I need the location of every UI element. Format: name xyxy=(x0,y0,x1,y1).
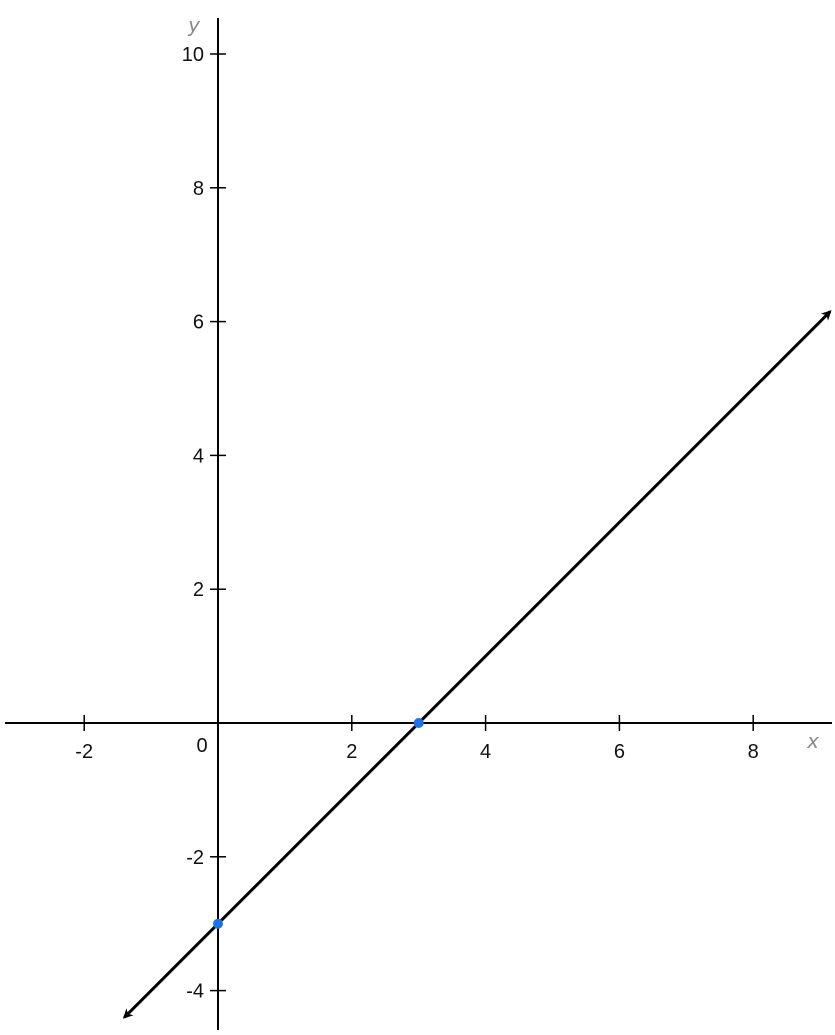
x-tick-label: 4 xyxy=(480,741,491,763)
y-tick-label: -4 xyxy=(186,981,204,1003)
x-axis-label: x xyxy=(806,729,819,753)
y-tick-label: 2 xyxy=(193,579,204,601)
y-axis-label: y xyxy=(187,13,201,37)
x-tick-label: 6 xyxy=(614,741,625,763)
x-tick-label: 8 xyxy=(748,741,759,763)
y-tick-label: -2 xyxy=(186,847,204,869)
y-tick-label: 10 xyxy=(182,44,204,66)
y-tick-label: 8 xyxy=(193,178,204,200)
data-point xyxy=(213,918,223,929)
x-tick-label: 2 xyxy=(346,741,357,763)
x-tick-label: -2 xyxy=(75,741,93,763)
y-tick-label: 4 xyxy=(193,445,204,467)
data-point xyxy=(413,718,424,728)
series-line xyxy=(122,310,832,1019)
origin-label: 0 xyxy=(196,735,207,757)
y-tick-label: 6 xyxy=(193,312,204,334)
